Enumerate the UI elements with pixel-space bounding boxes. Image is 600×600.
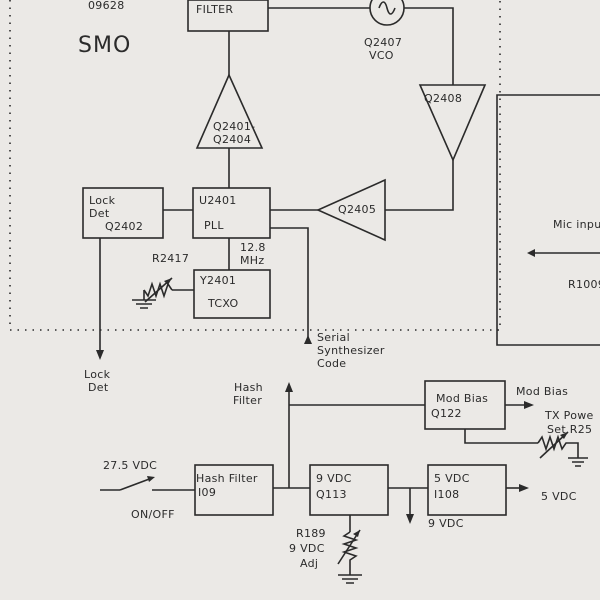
pll-name-label: PLL xyxy=(204,219,224,232)
smo-module-border xyxy=(9,0,501,331)
tx-power-arrowhead xyxy=(560,432,568,439)
hash-filter-block xyxy=(194,464,274,516)
corner-code: 09628 xyxy=(88,0,125,12)
mod-bias-block xyxy=(424,380,506,430)
tcxo-name-label: TCXO xyxy=(208,297,239,310)
five-out-label: 5 VDC xyxy=(541,490,577,503)
pll-ref-label: U2401 xyxy=(199,194,237,207)
mod-bias-arrow xyxy=(524,401,534,409)
nine-box-label-b: Q113 xyxy=(316,488,347,501)
tx-power-wire xyxy=(464,429,538,444)
serial-label-a: Serial xyxy=(317,331,350,344)
tx-power-label-b: Set R25 xyxy=(547,423,593,436)
5vdc-block xyxy=(427,464,507,516)
mic-input-label: Mic inpu xyxy=(553,218,600,231)
out-lock-label-a: Lock xyxy=(84,368,111,381)
serial-label-b: Synthesizer xyxy=(317,344,385,357)
serial-label-c: Code xyxy=(317,357,347,370)
amp-q2408-symbol xyxy=(418,84,487,163)
hash-box-label-b: I09 xyxy=(198,486,217,499)
q2408-label: Q2408 xyxy=(424,92,463,105)
mod-bias-out-label: Mod Bias xyxy=(516,385,569,398)
freq-label-b: MHz xyxy=(240,254,265,267)
r2417-ground xyxy=(132,299,156,309)
tcxo-ref-label: Y2401 xyxy=(200,274,237,287)
vco-name-label: VCO xyxy=(369,49,394,62)
lock-det-arrow xyxy=(96,350,104,360)
serial-arrow xyxy=(304,335,312,344)
q2401-label-b: Q2404 xyxy=(213,133,252,146)
9vdc-out-arrow xyxy=(406,514,414,524)
mic-block-border xyxy=(496,94,600,346)
tcxo-block xyxy=(193,269,271,319)
nine-box-label-a: 9 VDC xyxy=(316,472,352,485)
five-box-label-b: I108 xyxy=(434,488,460,501)
on-off-switch xyxy=(119,477,153,491)
vco-to-right-wire xyxy=(404,7,454,85)
hash-filter-label-a: Hash xyxy=(234,381,263,394)
filter-block xyxy=(187,0,269,32)
mic-input-arrow xyxy=(527,249,535,257)
hash-box-label-a: Hash Filter xyxy=(196,472,258,485)
pll-block xyxy=(192,187,271,239)
freq-label-a: 12.8 xyxy=(240,241,266,254)
tx-power-ground xyxy=(568,457,588,467)
lock-det-label-b: Det xyxy=(89,207,110,220)
switch-arrow xyxy=(147,476,155,482)
hash-filter-label-b: Filter xyxy=(233,394,263,407)
r2417-arrowhead xyxy=(164,278,172,285)
hash-filter-up-arrow xyxy=(285,382,293,392)
r189-resistor xyxy=(341,531,359,575)
r189-arrowhead xyxy=(353,530,360,537)
vco-ref-label: Q2407 xyxy=(364,36,403,49)
tx-power-label-a: TX Powe xyxy=(545,409,594,422)
r189-label-c: Adj xyxy=(300,557,319,570)
nine-out-label: 9 VDC xyxy=(428,517,464,530)
q2401-label-a: Q2401- xyxy=(213,120,256,133)
lock-det-ref-label: Q2402 xyxy=(105,220,144,233)
5vdc-out-arrow xyxy=(519,484,529,492)
lock-det-label-a: Lock xyxy=(89,194,116,207)
r2417-label: R2417 xyxy=(152,252,190,265)
mod-bias-box-label-b: Q122 xyxy=(431,407,462,420)
on-off-label: ON/OFF xyxy=(131,508,175,521)
q2408-to-q2405-wire xyxy=(385,160,454,211)
filter-block-label: FILTER xyxy=(196,3,234,16)
five-box-label-a: 5 VDC xyxy=(434,472,470,485)
r189-label-a: R189 xyxy=(296,527,326,540)
amp-q2405-symbol xyxy=(316,178,386,242)
q2405-label: Q2405 xyxy=(338,203,377,216)
vco-wave xyxy=(378,1,396,15)
lock-det-block xyxy=(82,187,164,239)
vdc-27-label: 27.5 VDC xyxy=(103,459,158,472)
out-lock-label-b: Det xyxy=(88,381,109,394)
9vdc-block xyxy=(309,464,389,516)
r1009-label: R1009 xyxy=(568,278,600,291)
mod-bias-box-label-a: Mod Bias xyxy=(436,392,489,405)
serial-code-wire xyxy=(270,227,309,340)
r189-ground xyxy=(338,574,362,584)
section-name: SMO xyxy=(78,33,132,58)
vco-symbol xyxy=(369,0,405,26)
r189-label-b: 9 VDC xyxy=(289,542,325,555)
